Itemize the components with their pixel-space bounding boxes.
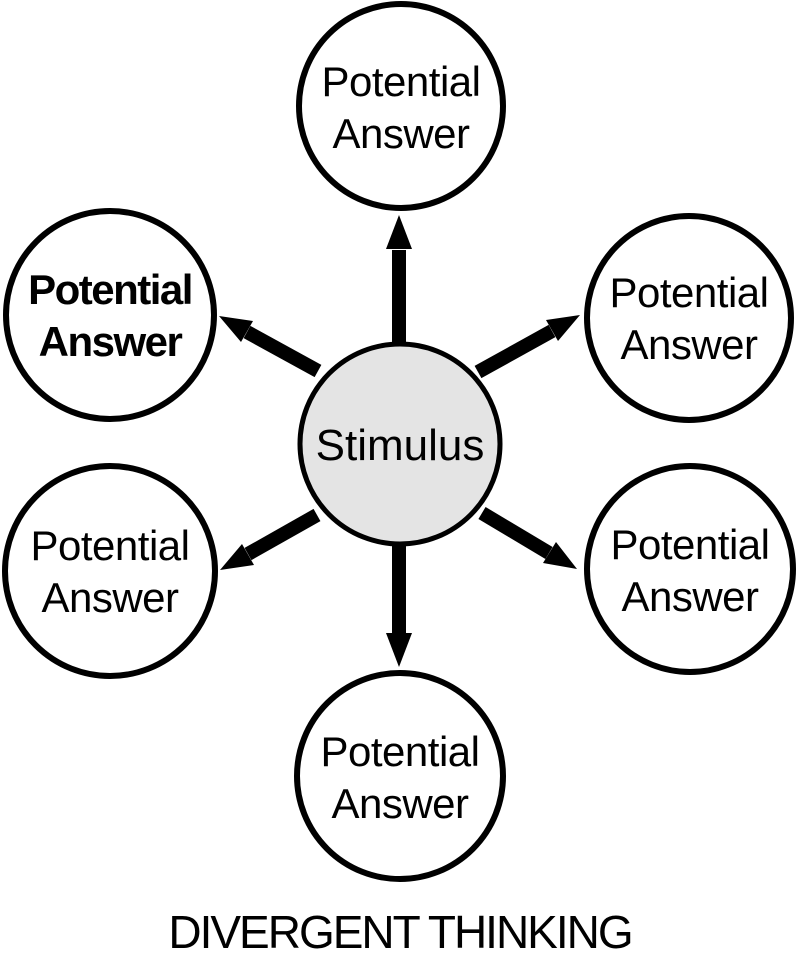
node-label-line2: Answer [39, 318, 183, 365]
arrow-to-lower-left [220, 508, 321, 570]
node-circle [294, 670, 506, 882]
node-circle [584, 463, 796, 675]
center-circle [297, 341, 503, 547]
center-label: Stimulus [316, 421, 485, 470]
node-center-stimulus: Stimulus [297, 341, 503, 547]
node-label-line2: Answer [41, 574, 179, 621]
node-bottom: Potential Answer [294, 670, 506, 882]
diagram-caption: DIVERGENT THINKING [168, 906, 633, 955]
node-circle [296, 1, 506, 211]
arrow-to-upper-right [474, 315, 580, 379]
arrowhead-icon [219, 316, 253, 342]
arrowhead-icon [546, 315, 580, 341]
arrow-shaft [478, 506, 553, 560]
node-lower-right: Potential Answer [584, 463, 796, 675]
arrow-shaft [474, 324, 556, 379]
arrow-to-lower-right [478, 506, 577, 569]
node-lower-left: Potential Answer [2, 463, 218, 679]
node-top: Potential Answer [296, 1, 506, 211]
arrow-to-upper-left [219, 316, 322, 378]
node-label-line1: Potential [31, 522, 190, 569]
node-label-line1: Potential [28, 266, 192, 313]
arrow-to-bottom [386, 542, 412, 667]
arrowhead-icon [386, 633, 412, 667]
arrow-shaft [244, 508, 321, 561]
node-label-line1: Potential [322, 58, 481, 105]
node-label-line1: Potential [611, 521, 770, 568]
node-label-line2: Answer [332, 110, 470, 157]
node-label-line1: Potential [321, 728, 480, 775]
node-circle [3, 208, 217, 422]
arrow-to-top [386, 215, 412, 347]
node-label-line1: Potential [610, 269, 769, 316]
node-upper-left: Potential Answer [3, 208, 217, 422]
node-circle [584, 213, 794, 423]
arrowhead-icon [386, 215, 412, 249]
node-upper-right: Potential Answer [584, 213, 794, 423]
arrow-shaft [243, 325, 322, 378]
node-label-line2: Answer [331, 780, 469, 827]
arrowhead-icon [543, 542, 577, 569]
node-circle [2, 463, 218, 679]
arrowhead-icon [220, 544, 254, 570]
node-label-line2: Answer [620, 321, 758, 368]
node-label-line2: Answer [621, 573, 759, 620]
